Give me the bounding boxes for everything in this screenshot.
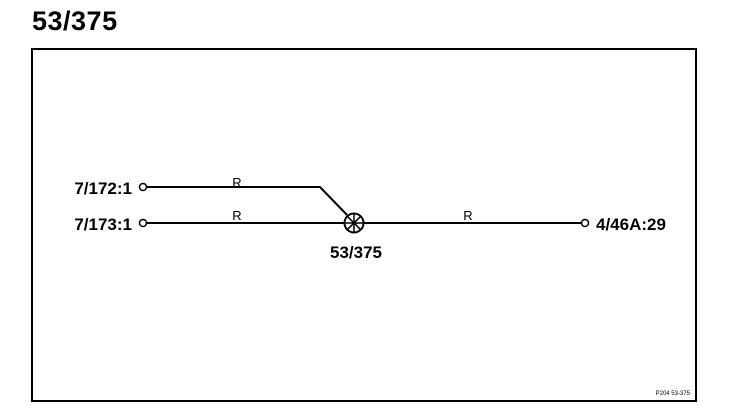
line-label-right: R: [463, 208, 472, 223]
connection-label-right: 4/46A:29: [596, 215, 666, 234]
line-label-upper: R: [232, 175, 241, 190]
connection-label-lower: 7/173:1: [74, 215, 132, 234]
footer-reference: P204 53-375: [656, 391, 691, 397]
terminal-lower-left: [138, 218, 148, 228]
connection-label-upper: 7/172:1: [74, 179, 132, 198]
terminal-upper-left: [138, 182, 148, 192]
terminal-right: [580, 218, 590, 228]
line-label-lower: R: [232, 208, 241, 223]
junction-symbol-icon: [343, 212, 365, 234]
junction-label: 53/375: [330, 243, 382, 262]
page-title: 53/375: [32, 6, 118, 36]
connection-line-upper: [147, 186, 348, 216]
